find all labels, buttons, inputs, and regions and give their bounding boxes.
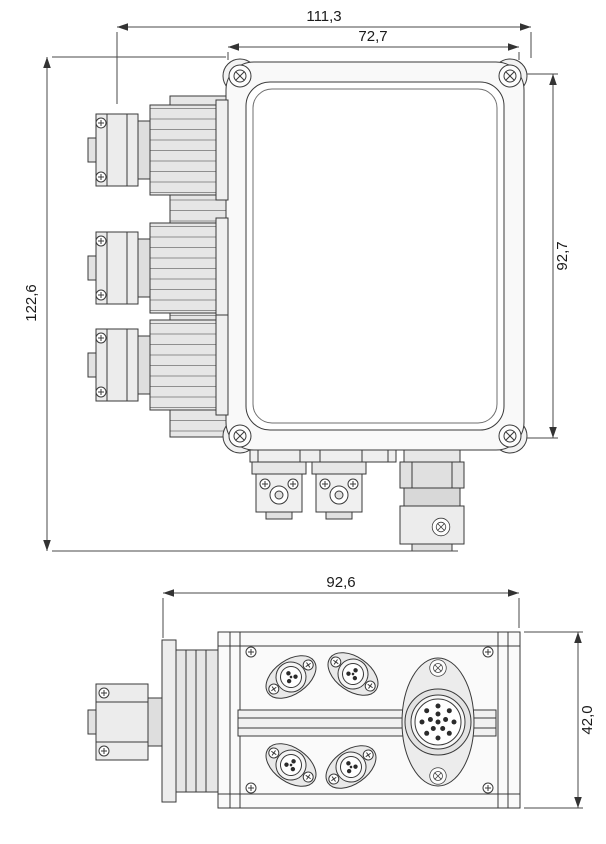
front-enclosure-body <box>222 58 528 454</box>
dim-arrow-icon <box>548 73 558 86</box>
dim-overall-width: 111,3 <box>116 8 532 104</box>
front-bottom-mount-strip <box>249 449 397 463</box>
dim-side-width: 92,6 <box>162 574 520 638</box>
mount-strip <box>249 449 397 463</box>
enclosure-lid <box>245 81 505 431</box>
front-left-connector-2 <box>88 218 228 318</box>
side-corner-screw-icon <box>245 782 257 794</box>
dim-arrow-icon <box>42 56 52 69</box>
corner-screw-icon <box>228 424 252 448</box>
corner-screw-icon <box>498 424 522 448</box>
side-left-connector <box>87 639 219 803</box>
dim-label-side-width: 92,6 <box>326 574 355 591</box>
side-view <box>87 631 521 809</box>
side-corner-screw-icon <box>245 646 257 658</box>
front-left-connector-1 <box>88 100 228 200</box>
dim-label-lid-width: 72,7 <box>358 28 387 45</box>
dim-label-body-height: 92,7 <box>554 241 571 270</box>
flange-screw-icon <box>98 687 110 699</box>
dim-overall-height: 122,6 <box>23 56 458 552</box>
dim-arrow-icon <box>116 22 129 32</box>
dim-arrow-icon <box>507 42 520 52</box>
dim-label-overall-width: 111,3 <box>306 8 341 25</box>
side-big-circular-connector <box>401 657 475 787</box>
dim-side-height: 42,0 <box>524 631 596 809</box>
front-left-connector-3 <box>88 315 228 415</box>
dim-arrow-icon <box>42 539 52 552</box>
dim-arrow-icon <box>162 588 175 598</box>
dim-arrow-icon <box>507 588 520 598</box>
flange-screw-icon <box>429 659 447 677</box>
flange-screw-icon <box>98 745 110 757</box>
front-bottom-connector-2 <box>312 462 366 519</box>
dim-arrow-icon <box>227 42 240 52</box>
flange-screw-icon <box>429 767 447 785</box>
connector-pins <box>419 703 457 741</box>
connector-screw-icon <box>431 517 451 537</box>
corner-screw-icon <box>228 64 252 88</box>
dim-arrow-icon <box>519 22 532 32</box>
dimensions: 111,3 72,7 122,6 92,7 <box>23 8 596 809</box>
front-view <box>88 58 528 552</box>
enclosure-lid-inner-line <box>252 88 498 424</box>
front-big-connector <box>399 449 465 552</box>
side-corner-screw-icon <box>482 782 494 794</box>
dim-body-height: 92,7 <box>527 73 571 439</box>
dim-label-side-height: 42,0 <box>579 705 596 734</box>
side-body <box>217 631 521 809</box>
corner-screw-icon <box>498 64 522 88</box>
dim-lid-width: 72,7 <box>227 28 520 60</box>
dim-arrow-icon <box>573 796 583 809</box>
side-corner-screw-icon <box>482 646 494 658</box>
dim-label-overall-height: 122,6 <box>23 284 40 322</box>
front-bottom-connector-1 <box>252 462 306 519</box>
dim-arrow-icon <box>573 631 583 644</box>
dim-arrow-icon <box>548 426 558 439</box>
